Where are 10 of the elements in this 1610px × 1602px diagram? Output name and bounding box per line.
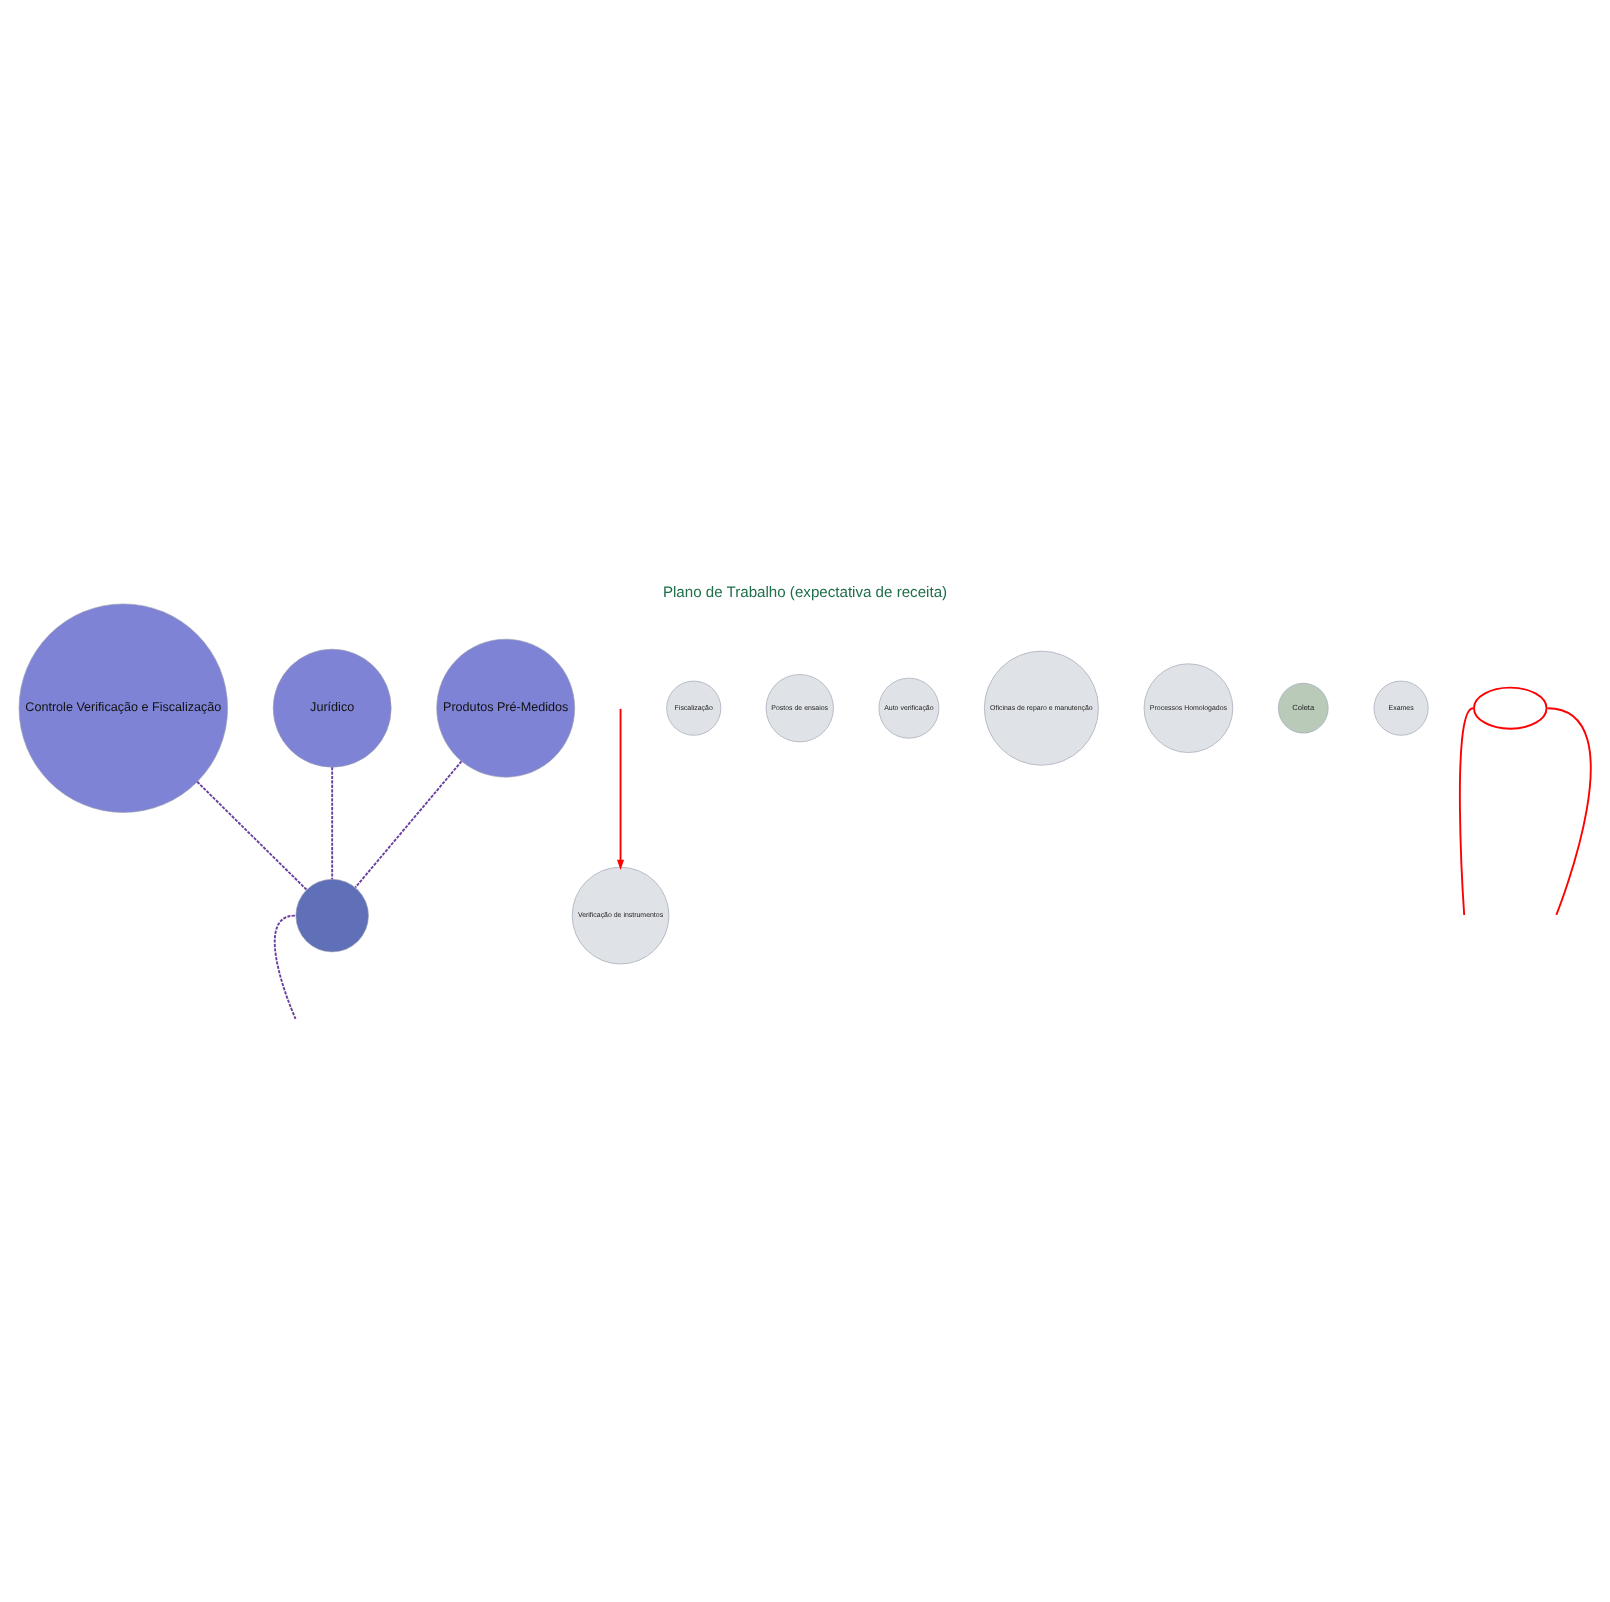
node-circle (295, 879, 369, 953)
connector (273, 914, 297, 1020)
diagram-title: Plano de Trabalho (expectativa de receita) (662, 583, 948, 602)
node-ellipse (1473, 686, 1548, 730)
connector (196, 780, 308, 891)
connector (1546, 707, 1592, 916)
connector (1458, 707, 1474, 916)
arrow (617, 707, 625, 870)
connector (331, 766, 334, 881)
connector (354, 760, 463, 889)
